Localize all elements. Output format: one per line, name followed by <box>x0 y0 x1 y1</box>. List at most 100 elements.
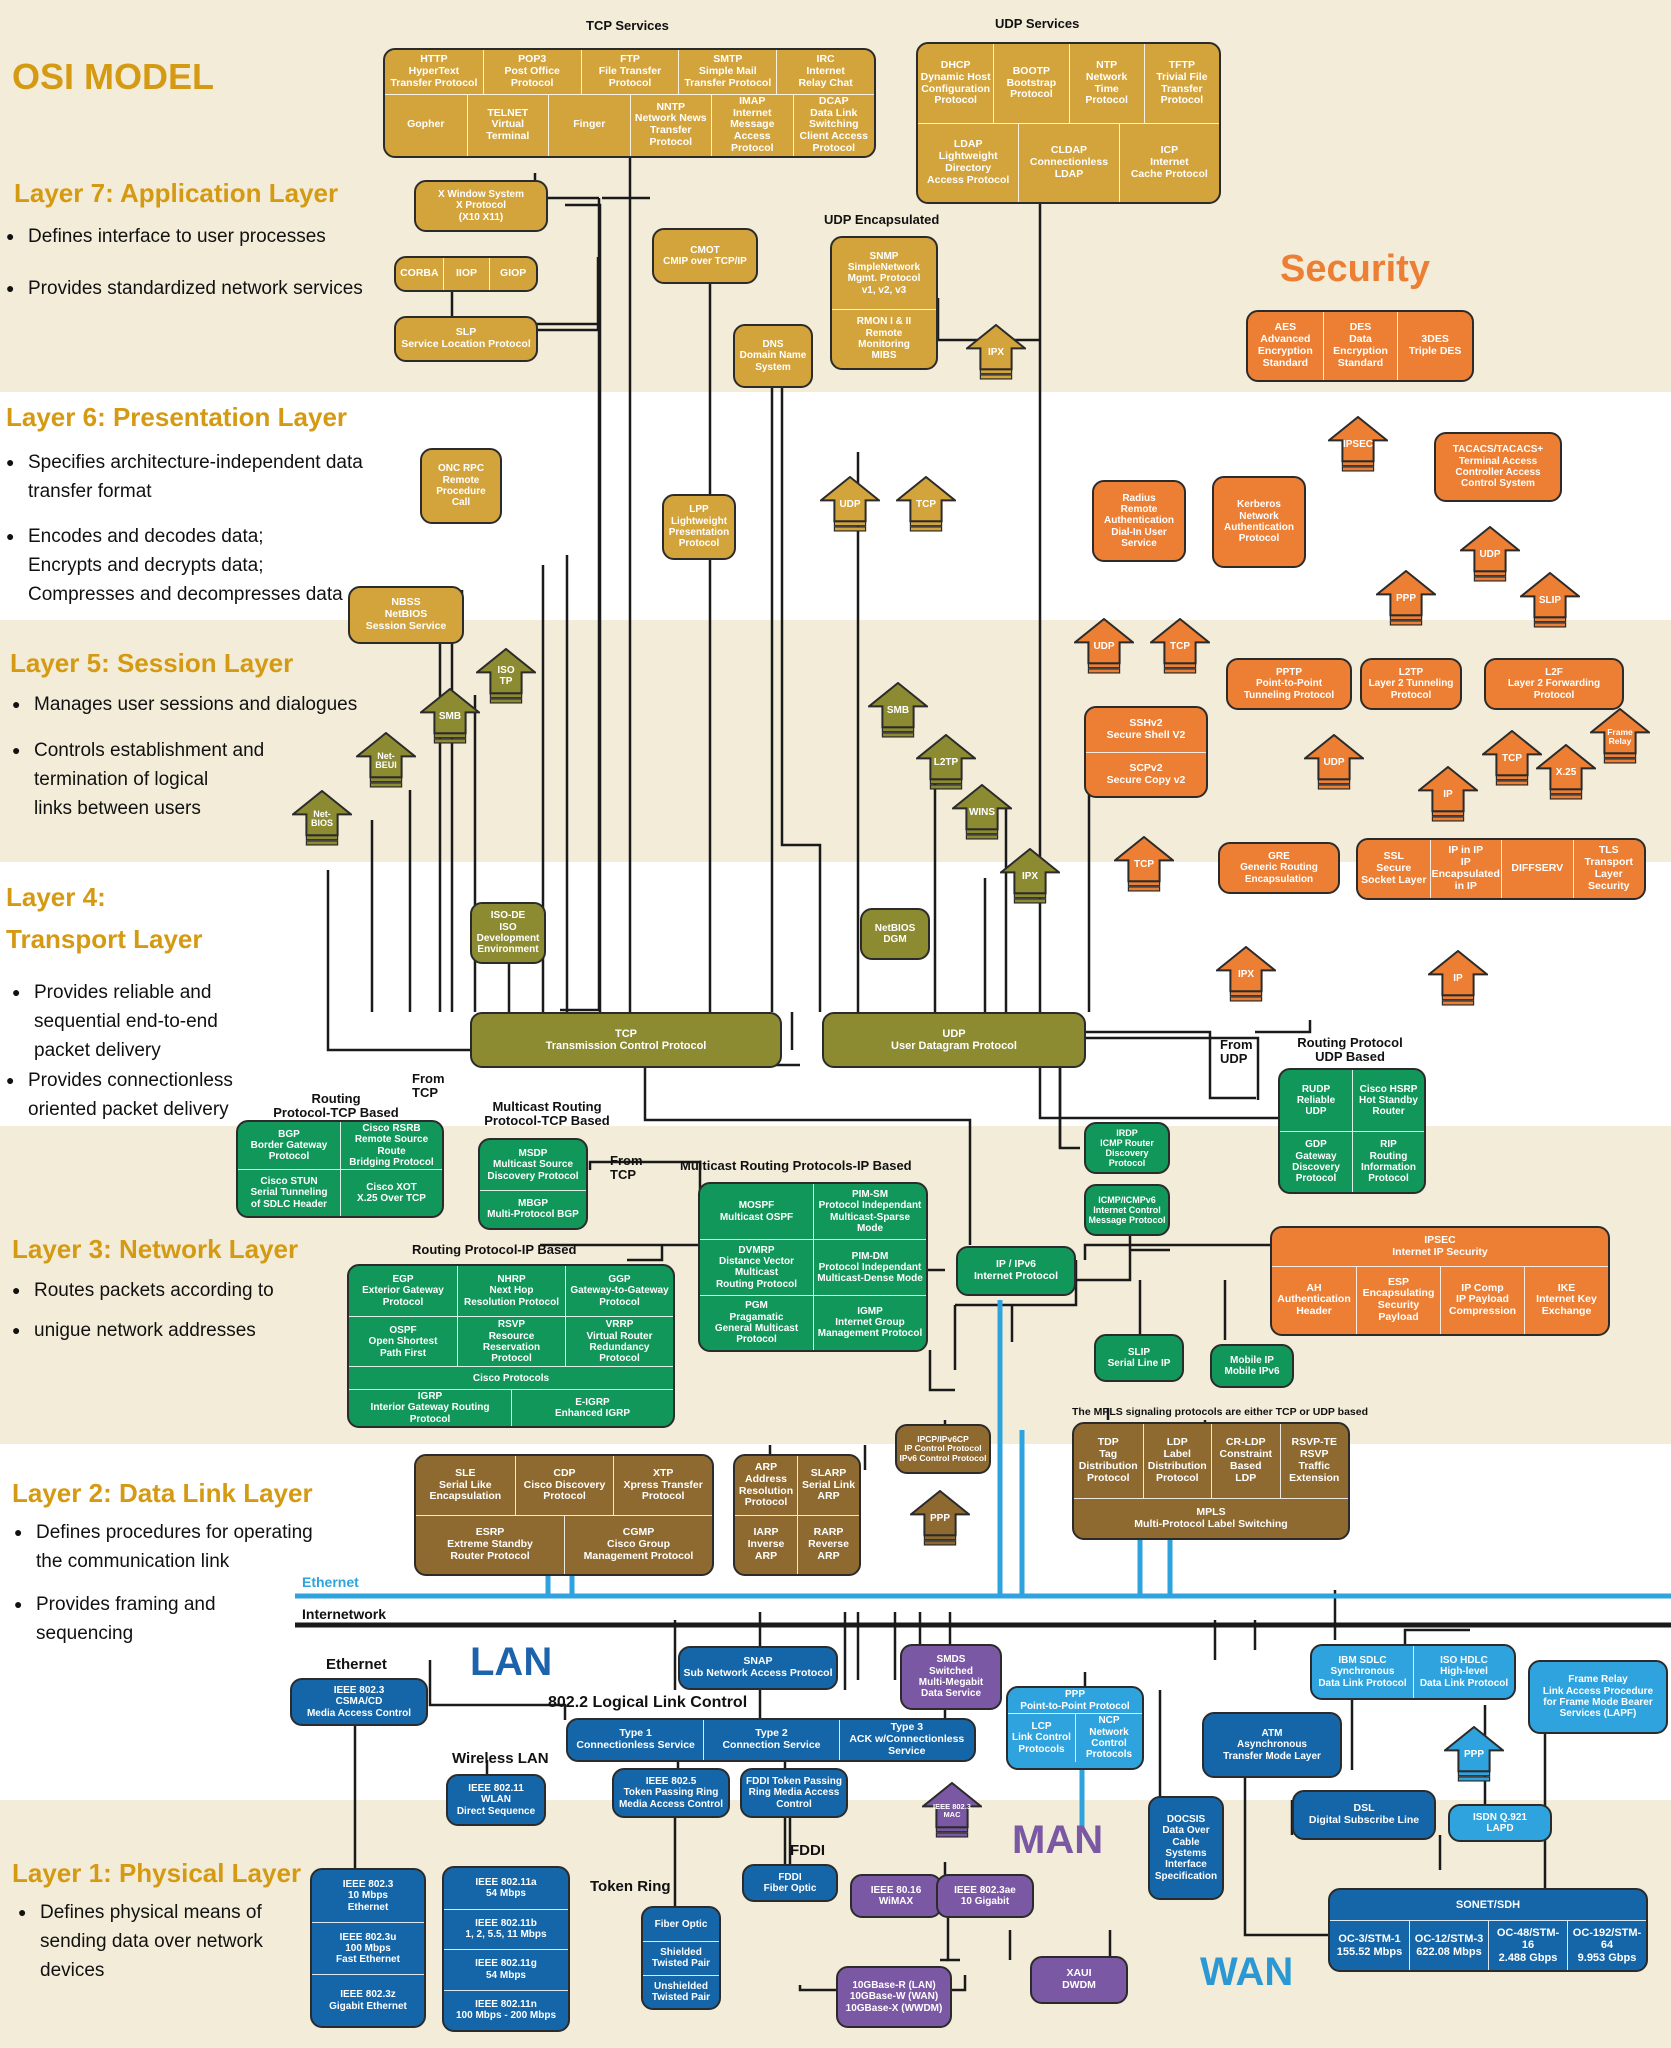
protocol-cell: TFTP Trivial File Transfer Protocol <box>1143 44 1219 123</box>
box-grid: IP / IPv6 Internet Protocol <box>958 1248 1074 1294</box>
layer-title-5: Layer 3: Network Layer <box>12 1234 299 1264</box>
box-grid: NetBIOS DGM <box>862 910 928 958</box>
box-row: Fiber Optic <box>643 1908 719 1941</box>
protocol-cell: ISO-DE ISO Development Environment <box>476 910 540 956</box>
box-dns: DNS Domain Name System <box>733 324 813 388</box>
protocol-cell: SONET/SDH <box>1455 1898 1521 1911</box>
protocol-cell: 3DES Triple DES <box>1397 312 1472 380</box>
box-row: Kerberos Network Authentication Protocol <box>1214 478 1304 566</box>
box-udp-services-box: DHCP Dynamic Host Configuration Protocol… <box>916 42 1221 204</box>
protocol-cell: IEEE 802.11n 100 Mbps - 200 Mbps <box>444 1989 568 2031</box>
protocol-cell: Fiber Optic <box>654 1919 708 1931</box>
protocol-cell: CORBA <box>400 267 439 280</box>
layer-title-6: Layer 2: Data Link Layer <box>12 1478 313 1508</box>
box-wimax: IEEE 80.16 WiMAX <box>850 1874 942 1918</box>
label-ethernet-line: Ethernet <box>302 1574 359 1590</box>
box-grid: IRDP ICMP Router Discovery Protocol <box>1086 1124 1168 1172</box>
protocol-cell: MOSPF Multicast OSPF <box>719 1200 794 1223</box>
protocol-cell: XAUI DWDM <box>1062 1967 1096 1991</box>
protocol-cell: EGP Exterior Gateway Protocol <box>362 1274 444 1308</box>
box-row: IEEE 802.3u 100 Mbps Fast Ethernet <box>312 1922 424 1974</box>
layer-7-bullet-0: Defines physical means of sending data o… <box>18 1898 263 1985</box>
box-row: TACACS/TACACS+ Terminal Access Controlle… <box>1436 434 1560 500</box>
layer-4-bullet-0: Provides reliable and sequential end-to-… <box>12 978 218 1065</box>
box-grid: L2TP Layer 2 Tunneling Protocol <box>1362 660 1460 708</box>
layer-3-bullet-0: Manages user sessions and dialogues <box>12 690 357 719</box>
box-row: IEEE 802.11g 54 Mbps <box>444 1949 568 1990</box>
box-ip-box: IP / IPv6 Internet Protocol <box>956 1246 1076 1296</box>
protocol-cell: DSL Digital Subscribe Line <box>1308 1802 1420 1826</box>
protocol-cell: SLE Serial Like Encapsulation <box>429 1466 502 1503</box>
box-grid: FDDI Fiber Optic <box>744 1866 836 1900</box>
box-netbios-dgm: NetBIOS DGM <box>860 908 930 960</box>
protocol-cell: NTP Network Time Protocol <box>1068 44 1144 123</box>
layer-2-bullet-0: Specifies architecture-independent data … <box>6 448 363 506</box>
box-grid: Frame Relay Link Access Procedure for Fr… <box>1530 1662 1666 1732</box>
protocol-cell: ISDN Q.921 LAPD <box>1473 1811 1527 1834</box>
box-grid: MOSPF Multicast OSPF PIM-SM Protocol Inde… <box>700 1184 926 1350</box>
protocol-cell: RUDP Reliable UDP <box>1296 1083 1336 1118</box>
box-row: L2TP Layer 2 Tunneling Protocol <box>1362 660 1460 708</box>
box-row: SNAP Sub Network Access Protocol <box>680 1648 836 1688</box>
protocol-cell: GDP Gateway Discovery Protocol <box>1280 1131 1352 1192</box>
protocol-cell: AH Authentication Header <box>1272 1265 1356 1334</box>
box-row: PPTP Point-to-Point Tunneling Protocol <box>1228 660 1350 708</box>
box-ieee8023: IEEE 802.3 CSMA/CD Media Access Control <box>290 1678 428 1726</box>
protocol-cell: ISO HDLC High-level Data Link Protocol <box>1413 1646 1514 1698</box>
label-tcp-services: TCP Services <box>586 18 669 33</box>
protocol-cell: ARP Address Resolution Protocol <box>738 1460 794 1509</box>
protocol-cell: AES Advanced Encryption Standard <box>1257 321 1313 369</box>
box-mcast-ip-box: MOSPF Multicast OSPF PIM-SM Protocol Inde… <box>698 1182 928 1352</box>
box-fddi-tp: FDDI Token Passing Ring Media Access Con… <box>740 1768 848 1818</box>
box-grid: TCP Transmission Control Protocol <box>472 1014 780 1066</box>
box-row: DOCSIS Data Over Cable Systems Interface… <box>1150 1798 1222 1898</box>
protocol-cell: PIM-SM Protocol Independant Multicast-Sp… <box>813 1184 926 1240</box>
protocol-cell: SCPv2 Secure Copy v2 <box>1086 752 1206 796</box>
protocol-cell: CLDAP Connectionless LDAP <box>1018 123 1119 202</box>
box-grid: NBSS NetBIOS Session Service <box>350 588 462 642</box>
box-fddi-fiber: FDDI Fiber Optic <box>742 1864 838 1902</box>
box-slp: SLP Service Location Protocol <box>394 316 538 362</box>
box-ipcp: IPCP/IPv6CP IP Control Protocol IPv6 Con… <box>895 1424 991 1474</box>
protocol-cell: IEEE 802.3z Gigabit Ethernet <box>312 1974 424 2026</box>
label-wan: WAN <box>1200 1950 1294 1994</box>
protocol-cell: Type 1 Connectionless Service <box>576 1727 695 1751</box>
protocol-cell: Gopher <box>385 93 467 156</box>
box-wlan: IEEE 802.11 WLAN Direct Sequence <box>446 1774 546 1826</box>
box-row: RMON I & II Remote Monitoring MIBS <box>832 308 936 368</box>
protocol-cell: TLS Transport Layer Security <box>1572 840 1645 898</box>
protocol-cell: IEEE 802.11b 1, 2, 5.5, 11 Mbps <box>444 1908 568 1950</box>
box-row: FDDI Token Passing Ring Media Access Con… <box>742 1770 846 1816</box>
protocol-cell: DHCP Dynamic Host Configuration Protocol <box>920 58 991 107</box>
box-row: IEEE 802.11 WLAN Direct Sequence <box>448 1776 544 1824</box>
box-tenGbase: 10GBase-R (LAN) 10GBase-W (WAN) 10GBase-… <box>836 1966 952 2028</box>
layer-5-bullet-1: unigue network addresses <box>12 1316 256 1345</box>
protocol-cell: RSVP Resource Reservation Protocol <box>457 1316 565 1367</box>
diagram-title: OSI MODEL <box>12 56 215 97</box>
box-row: Cisco STUN Serial Tunneling of SDLC Head… <box>238 1169 442 1216</box>
box-row: Radius Remote Authentication Dial-In Use… <box>1094 482 1184 560</box>
protocol-cell: LDP Label Distribution Protocol <box>1142 1424 1212 1499</box>
protocol-cell: IGMP Internet Group Management Protocol <box>813 1294 926 1350</box>
box-grid: IEEE 802.11 WLAN Direct Sequence <box>448 1776 544 1824</box>
protocol-cell: MBGP Multi-Protocol BGP <box>480 1189 586 1228</box>
protocol-cell: IKE Internet Key Exchange <box>1524 1265 1608 1334</box>
